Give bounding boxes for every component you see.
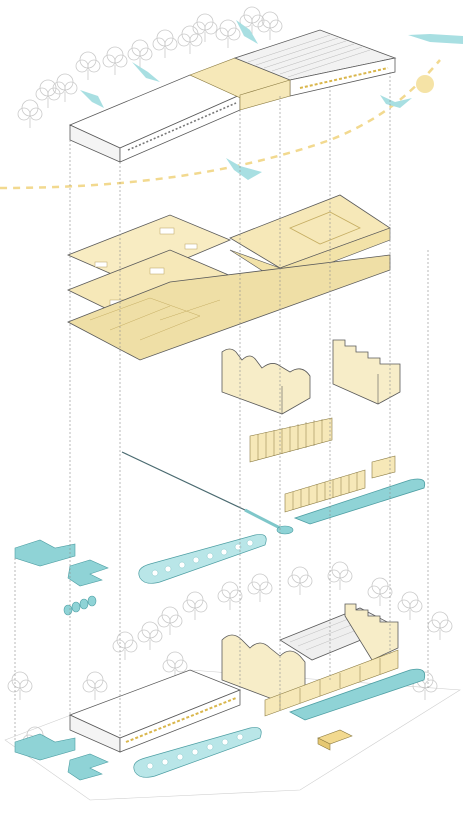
- wind-arrow-icon: [80, 20, 463, 180]
- sun-icon: [416, 75, 434, 93]
- floor-slabs: [66, 194, 391, 361]
- sun-path: [0, 59, 441, 190]
- top-building: [69, 29, 397, 163]
- facade-fins: [249, 417, 396, 513]
- pools: [138, 534, 267, 584]
- assembled-building: [68, 669, 242, 753]
- guide-lines: [14, 72, 429, 742]
- site-water: [14, 668, 426, 781]
- assembled-halls: [221, 603, 399, 717]
- hall-volumes: [221, 339, 401, 415]
- vehicle-icon: [317, 729, 353, 751]
- teal-pool-elements: [14, 539, 109, 616]
